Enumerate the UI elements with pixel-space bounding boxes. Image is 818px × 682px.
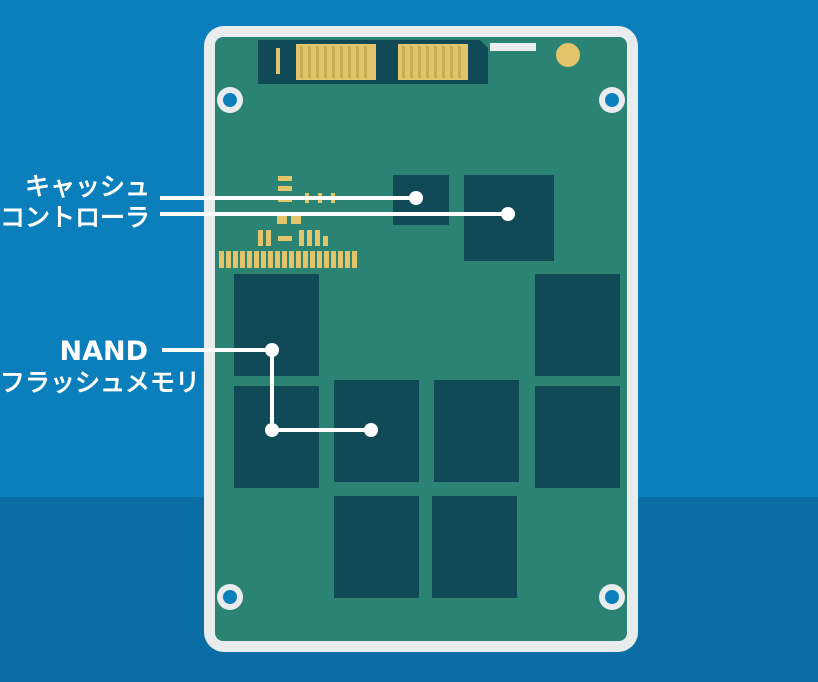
nand-chips — [234, 274, 620, 598]
nand-label: NAND — [59, 336, 148, 367]
nand-chip — [434, 380, 519, 482]
component-pad-row — [219, 251, 357, 268]
connector-key-bar — [490, 43, 536, 51]
controller-leader-dot — [501, 207, 515, 221]
leader-lines — [160, 196, 508, 432]
nand-chip — [535, 274, 620, 376]
screw-hole-icon — [599, 87, 625, 113]
cache-label: キャッシュ — [24, 172, 150, 201]
nand-chip — [535, 386, 620, 488]
led-indicator-icon — [556, 43, 580, 67]
nand-chip — [334, 496, 419, 598]
nand-chip — [432, 496, 517, 598]
screw-hole-icon — [599, 584, 625, 610]
nand-leader-dot — [364, 423, 378, 437]
cache-leader-dot — [409, 191, 423, 205]
screw-hole-icon — [217, 87, 243, 113]
nand-leader-dot — [265, 423, 279, 437]
nand-leader-dot — [265, 343, 279, 357]
sata-connector-icon — [258, 40, 488, 84]
flash-memory-label: フラッシュメモリ — [0, 368, 201, 397]
screw-hole-icon — [217, 584, 243, 610]
nand-chip — [234, 386, 319, 488]
nand-leader-line — [162, 348, 371, 432]
controller-label: コントローラ — [0, 203, 151, 232]
nand-chip — [234, 274, 319, 376]
leader-dots — [265, 191, 515, 437]
